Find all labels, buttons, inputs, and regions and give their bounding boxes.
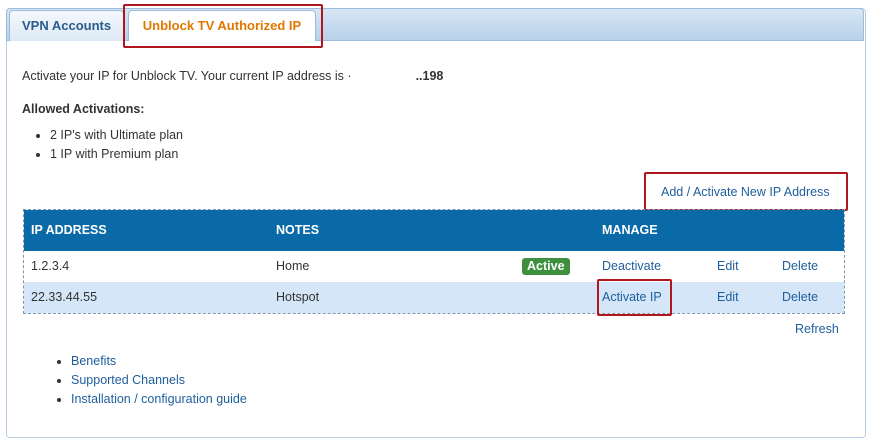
refresh-link[interactable]: Refresh — [795, 322, 839, 336]
ip-address-cell: 1.2.3.4 — [31, 259, 70, 273]
allowed-activations-list: 2 IP's with Ultimate plan 1 IP with Prem… — [32, 126, 183, 164]
list-item: Supported Channels — [71, 371, 247, 390]
intro-text: Activate your IP for Unblock TV. Your cu… — [22, 69, 443, 83]
notes-cell: Hotspot — [276, 290, 320, 304]
allowed-activations-heading: Allowed Activations: — [22, 102, 145, 116]
intro-sentence: Activate your IP for Unblock TV. Your cu… — [22, 69, 352, 83]
deactivate-link[interactable]: Deactivate — [602, 259, 662, 273]
edit-link[interactable]: Edit — [717, 259, 739, 273]
add-activate-ip-link[interactable]: Add / Activate New IP Address — [661, 185, 830, 199]
header-notes: NOTES — [276, 223, 320, 237]
list-item: 1 IP with Premium plan — [50, 145, 183, 164]
tab-vpn-accounts[interactable]: VPN Accounts — [9, 10, 125, 41]
list-item: Benefits — [71, 352, 247, 371]
benefits-link[interactable]: Benefits — [71, 354, 117, 368]
header-ip-address: IP ADDRESS — [31, 223, 107, 237]
table-row: 1.2.3.4 Home Active Deactivate Edit Dele… — [24, 251, 844, 282]
current-ip-suffix: ..198 — [415, 69, 444, 83]
help-links-list: Benefits Supported Channels Installation… — [53, 352, 247, 409]
tab-unblock-tv-authorized-ip[interactable]: Unblock TV Authorized IP — [128, 10, 316, 41]
delete-link[interactable]: Delete — [782, 259, 819, 273]
notes-cell: Home — [276, 259, 310, 273]
ip-address-cell: 22.33.44.55 — [31, 290, 98, 304]
edit-link[interactable]: Edit — [717, 290, 739, 304]
header-manage: MANAGE — [602, 223, 658, 237]
table-header: IP ADDRESS NOTES MANAGE — [24, 210, 844, 251]
table-row: 22.33.44.55 Hotspot Activate IP Edit Del… — [24, 282, 844, 313]
status-badge: Active — [522, 258, 570, 275]
list-item: Installation / configuration guide — [71, 390, 247, 409]
activate-ip-link[interactable]: Activate IP — [602, 290, 662, 304]
supported-channels-link[interactable]: Supported Channels — [71, 373, 185, 387]
installation-guide-link[interactable]: Installation / configuration guide — [71, 392, 247, 406]
delete-link[interactable]: Delete — [782, 290, 819, 304]
list-item: 2 IP's with Ultimate plan — [50, 126, 183, 145]
ip-table: IP ADDRESS NOTES MANAGE 1.2.3.4 Home Act… — [23, 209, 845, 314]
